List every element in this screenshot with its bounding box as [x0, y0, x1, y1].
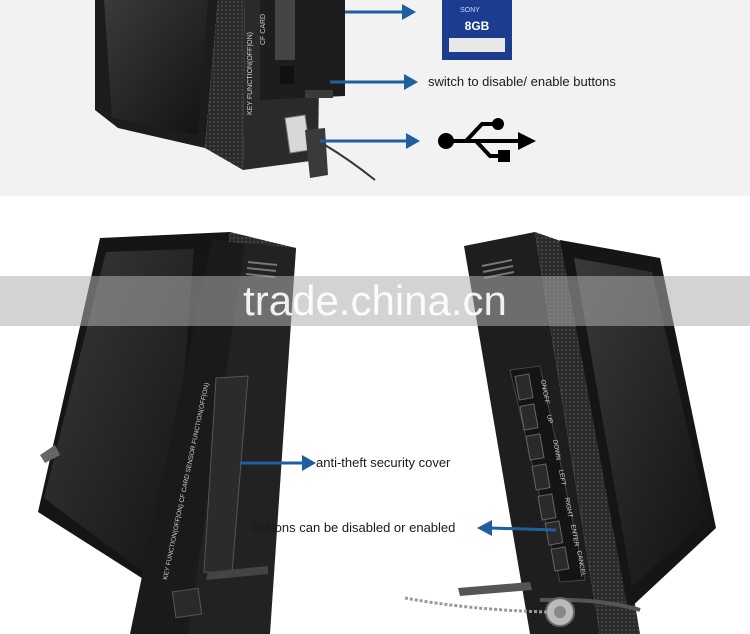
buttons-toggle-label: buttons can be disabled or enabled [253, 520, 456, 535]
button-label-down: DOWN [551, 439, 562, 461]
button-label-up: UP [545, 414, 553, 424]
top-device-card-text: CF CARD [260, 14, 267, 45]
usb-icon [438, 118, 536, 162]
sd-capacity: 8GB [465, 19, 490, 33]
device-button-left [531, 463, 551, 491]
security-cover-label: anti-theft security cover [316, 455, 451, 470]
button-label-left: LEFT [557, 469, 567, 486]
switch-label: switch to disable/ enable buttons [428, 74, 616, 89]
top-arrows [320, 4, 420, 149]
sd-brand: SONY [460, 7, 480, 14]
device-button-up [519, 403, 539, 431]
left-device: KEY FUNCTION(OFF|ON) CF CARD SENSOR FUNC… [38, 232, 296, 634]
bottom-arrows [240, 455, 557, 536]
device-button-cancel [550, 546, 570, 572]
button-label-enter: ENTER [569, 524, 580, 547]
watermark: trade.china.cn [0, 276, 750, 326]
sd-card-image: 8GB SONY [442, 0, 512, 60]
button-label-right: RIGHT [563, 497, 573, 518]
button-label-onoff: ON/OFF [539, 379, 550, 404]
device-buttons [514, 373, 570, 572]
device-button-down [525, 433, 545, 461]
device-button-labels: ON/OFF UP DOWN LEFT RIGHT ENTER CANCEL [539, 379, 587, 578]
top-device: KEY FUNCTION(OFF|ON) CF CARD [95, 0, 376, 181]
button-label-cancel: CANCEL [575, 550, 587, 578]
device-button-enter [544, 520, 564, 546]
device-button-onoff [514, 373, 534, 401]
device-button-right [537, 493, 557, 521]
top-device-side-text: KEY FUNCTION(OFF|ON) [247, 32, 254, 115]
